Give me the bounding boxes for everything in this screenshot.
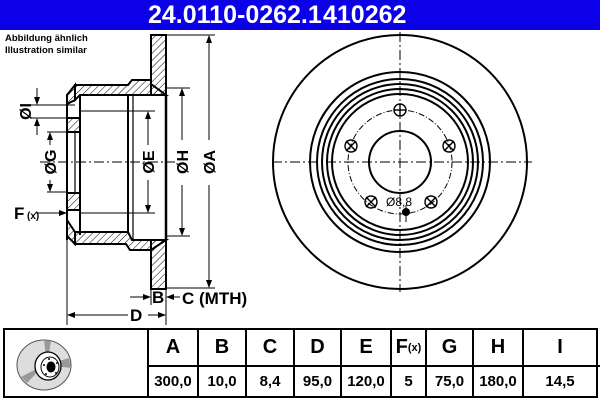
section-view bbox=[30, 34, 215, 325]
section-labels: ØI ØG ØE ØH ØA F (x) B C (MTH) D bbox=[14, 103, 247, 325]
label-D: D bbox=[130, 306, 142, 325]
brake-disc-icon bbox=[16, 339, 72, 391]
label-G: ØG bbox=[43, 150, 60, 175]
value-F: 5 bbox=[404, 373, 413, 390]
label-A: ØA bbox=[202, 150, 219, 174]
note-english: Illustration similar bbox=[5, 45, 87, 56]
header-G: G bbox=[441, 336, 458, 358]
dimension-table: A 300,0 B 10,0 C 8,4 D 95,0 E 120,0 F(x)… bbox=[3, 328, 600, 398]
hole-diameter-label: Ø8,8 bbox=[386, 195, 412, 209]
value-D: 95,0 bbox=[302, 373, 333, 390]
value-B: 10,0 bbox=[207, 373, 237, 390]
header-B: B bbox=[214, 336, 230, 358]
header-F: F(x) bbox=[392, 330, 425, 365]
header-F-label: F bbox=[395, 336, 408, 358]
header-I: I bbox=[557, 336, 563, 358]
header-D: D bbox=[310, 336, 325, 358]
label-I: ØI bbox=[18, 103, 35, 120]
label-F-sub: (x) bbox=[27, 211, 39, 222]
technical-drawing: ØI ØG ØE ØH ØA F (x) B C (MTH) D bbox=[14, 32, 532, 325]
front-view bbox=[272, 32, 532, 292]
label-B: B bbox=[152, 288, 164, 307]
label-H: ØH bbox=[175, 150, 192, 174]
illustration-note: Abbildung ähnlich Illustration similar bbox=[5, 33, 88, 57]
reference-number: 410262 bbox=[323, 1, 407, 29]
table-icon-cell bbox=[5, 330, 147, 396]
value-G: 75,0 bbox=[434, 373, 465, 390]
label-F: F bbox=[14, 204, 24, 223]
label-E: ØE bbox=[141, 150, 158, 173]
header-A: A bbox=[165, 336, 181, 358]
part-number: 24.0110-0262.1 bbox=[148, 1, 322, 29]
value-E: 120,0 bbox=[347, 373, 385, 390]
value-I: 14,5 bbox=[545, 373, 575, 390]
note-german: Abbildung ähnlich bbox=[5, 33, 88, 44]
header-H: H bbox=[490, 336, 506, 358]
header-E: E bbox=[359, 336, 373, 358]
value-H: 180,0 bbox=[479, 373, 517, 390]
bolt-holes bbox=[344, 103, 456, 209]
value-A: 300,0 bbox=[154, 373, 192, 390]
value-C: 8,4 bbox=[259, 373, 281, 390]
label-C: C (MTH) bbox=[182, 289, 247, 308]
header-F-sub: (x) bbox=[407, 341, 422, 354]
title-bar: 24.0110-0262.1 410262 bbox=[0, 0, 600, 30]
header-C: C bbox=[262, 336, 278, 358]
